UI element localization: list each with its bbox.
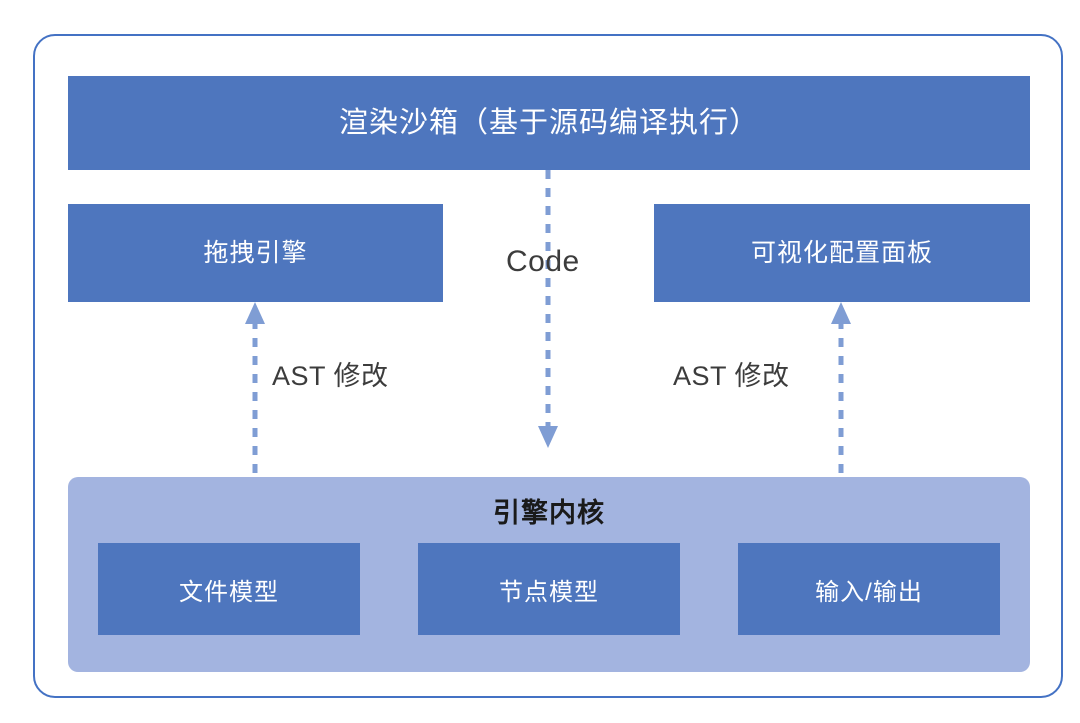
- block-file-model[interactable]: 文件模型: [98, 543, 360, 635]
- arrowhead-up-icon: [245, 302, 265, 324]
- connector-label-ast-left: AST 修改: [272, 361, 389, 391]
- arrowhead-down-icon: [538, 426, 558, 448]
- connector-label-ast-right: AST 修改: [673, 361, 790, 391]
- connector-label-code: Code: [506, 245, 580, 278]
- connector-sandbox-to-kernel-line: [538, 170, 558, 448]
- connector-kernel-to-config-panel-line: [831, 302, 851, 478]
- connector-kernel-to-config-panel: [831, 302, 851, 478]
- block-engine-kernel[interactable]: 引擎内核 文件模型 节点模型 输入/输出: [68, 477, 1030, 672]
- block-node-model[interactable]: 节点模型: [418, 543, 680, 635]
- block-config-panel[interactable]: 可视化配置面板: [654, 204, 1030, 302]
- block-render-sandbox[interactable]: 渲染沙箱（基于源码编译执行）: [68, 76, 1030, 170]
- connector-kernel-to-drag-engine: [245, 302, 265, 478]
- connector-kernel-to-drag-engine-line: [245, 302, 265, 478]
- block-drag-engine[interactable]: 拖拽引擎: [68, 204, 443, 302]
- connector-sandbox-to-kernel: [538, 170, 558, 450]
- block-io-model-label: 输入/输出: [815, 578, 923, 606]
- block-render-sandbox-label: 渲染沙箱（基于源码编译执行）: [338, 106, 759, 139]
- block-io-model[interactable]: 输入/输出: [738, 543, 1000, 635]
- block-drag-engine-label: 拖拽引擎: [203, 239, 308, 267]
- arrowhead-up-icon: [831, 302, 851, 324]
- block-file-model-label: 文件模型: [179, 578, 279, 606]
- engine-kernel-title: 引擎内核: [493, 498, 605, 528]
- block-node-model-label: 节点模型: [499, 578, 599, 606]
- block-config-panel-label: 可视化配置面板: [750, 239, 933, 267]
- diagram-outer-frame: [33, 34, 1063, 698]
